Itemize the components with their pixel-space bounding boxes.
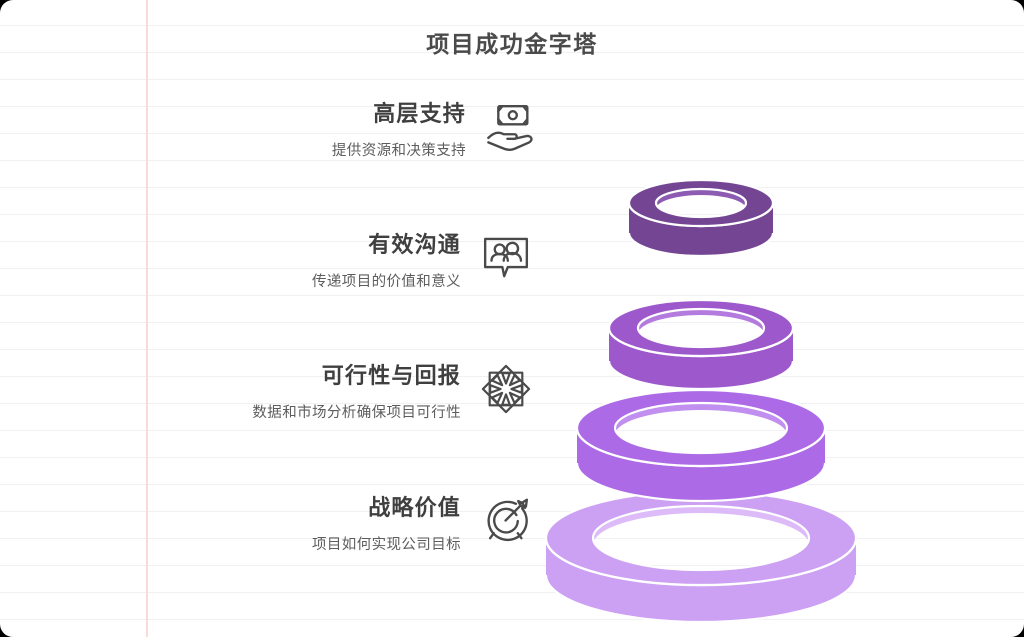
- level-title-strategic-value: 战略价值: [368, 495, 461, 520]
- level-title-feasibility-and-return: 可行性与回报: [321, 363, 461, 388]
- notebook-margin-line: [146, 0, 148, 637]
- level-text-feasibility-and-return: 可行性与回报 数据和市场分析确保项目可行性: [252, 360, 477, 422]
- level-row-executive-support: 高层支持 提供资源和决策支持: [230, 98, 540, 160]
- level-title-executive-support: 高层支持: [373, 101, 466, 126]
- level-description-strategic-value: 项目如何实现公司目标: [312, 536, 461, 553]
- target-arrow-icon: [477, 492, 535, 550]
- eight-point-star-rosette-icon: [477, 360, 535, 418]
- level-text-strategic-value: 战略价值 项目如何实现公司目标: [312, 492, 477, 554]
- page-title: 项目成功金字塔: [426, 31, 598, 57]
- level-row-effective-communication: 有效沟通 传递项目的价值和意义: [230, 229, 535, 291]
- ring-pyramid-chart: [516, 78, 886, 624]
- ring-strategic-value: [544, 489, 858, 624]
- hand-holding-money-icon: [482, 98, 540, 156]
- level-title-effective-communication: 有效沟通: [368, 232, 461, 257]
- level-row-strategic-value: 战略价值 项目如何实现公司目标: [230, 492, 535, 554]
- level-row-feasibility-and-return: 可行性与回报 数据和市场分析确保项目可行性: [170, 360, 535, 422]
- level-description-feasibility-and-return: 数据和市场分析确保项目可行性: [252, 404, 461, 421]
- ring-executive-support: [627, 178, 775, 258]
- ring-effective-communication: [607, 298, 795, 391]
- level-text-executive-support: 高层支持 提供资源和决策支持: [332, 98, 482, 160]
- level-text-effective-communication: 有效沟通 传递项目的价值和意义: [312, 229, 477, 291]
- level-description-executive-support: 提供资源和决策支持: [331, 142, 466, 159]
- level-description-effective-communication: 传递项目的价值和意义: [312, 273, 461, 290]
- ring-feasibility-and-return: [575, 388, 827, 503]
- speech-bubble-people-icon: [477, 229, 535, 287]
